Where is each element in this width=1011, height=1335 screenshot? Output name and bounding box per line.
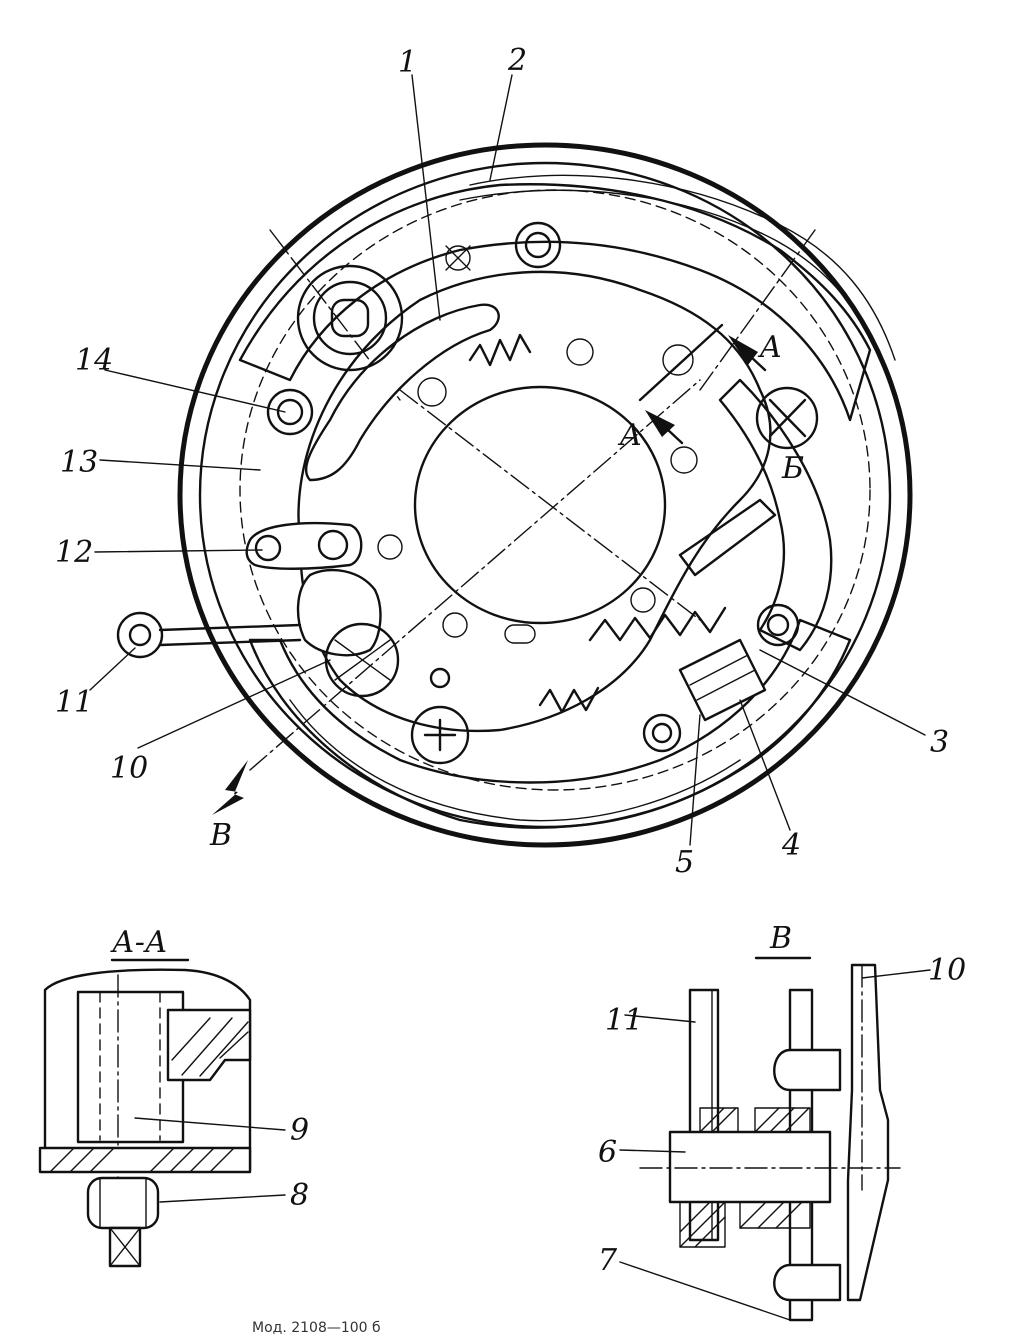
upper-eccentric: [296, 264, 404, 372]
link-plate-hole-b: [317, 529, 349, 561]
bolt-hole-cross-top: [445, 245, 471, 271]
callout-14: 14: [75, 343, 113, 378]
lower-lining-strip: [289, 699, 741, 822]
drum-inner-rim: [198, 161, 892, 829]
drum-outer-rim: [177, 142, 913, 848]
section-aa-callout-8: 8: [290, 1178, 309, 1213]
plate-slot: [504, 624, 536, 644]
callout-2: 2: [507, 43, 527, 78]
diagonal-spring: [588, 606, 727, 642]
backing-plate-outline: [297, 270, 772, 733]
callout-leaders: [89, 74, 926, 846]
section-aa-title: А-А: [110, 925, 168, 960]
adjuster-body: [678, 638, 767, 722]
lower-spring: [538, 686, 600, 714]
upper-lining-strip-2: [459, 189, 881, 361]
link-plate-hole-a: [254, 534, 282, 562]
section-v-arrow: [212, 760, 248, 815]
callout-4: 4: [781, 828, 801, 863]
nut-bottom-right: [642, 713, 682, 753]
plate-hole-5: [377, 534, 403, 560]
upper-spring: [468, 333, 532, 367]
nut-left: [266, 388, 314, 436]
section-v-callout-7: 7: [598, 1243, 618, 1278]
callout-1: 1: [398, 45, 417, 80]
bottom-caption: Мод. 2108—100 б: [252, 1320, 381, 1335]
plate-hole-7: [442, 612, 468, 638]
callout-5: 5: [675, 845, 694, 880]
plate-hole-6: [630, 587, 656, 613]
section-v-title: В: [769, 921, 792, 956]
section-v-callout-10: 10: [928, 953, 966, 988]
upper-brake-shoe: [238, 183, 872, 422]
centerline-diagonal-1: [399, 389, 701, 621]
upper-lining-strip: [469, 174, 896, 361]
section-b-label: Б: [781, 451, 804, 486]
section-v-arrow-label: В: [209, 818, 232, 853]
nut-right: [756, 603, 800, 647]
right-shoe-web: [718, 378, 833, 652]
section-a-line: [638, 323, 724, 402]
right-strut: [678, 498, 777, 577]
section-v-callout-11: 11: [605, 1003, 643, 1038]
section-aa-callout-9: 9: [290, 1113, 309, 1148]
centerline-top-right: [699, 229, 816, 391]
section-aa-view: А-А: [38, 925, 286, 1268]
callout-12: 12: [55, 535, 93, 570]
hub-hole: [413, 385, 667, 625]
cable-eye-11: [116, 611, 164, 659]
nut-top: [514, 221, 562, 269]
upper-eccentric-inner: [312, 280, 388, 356]
section-a-upper-label: A: [757, 330, 782, 365]
section-a-lower-label: A: [617, 418, 642, 453]
plate-hole-3: [670, 446, 698, 474]
brake-main-view: [116, 142, 913, 848]
link-plate-12: [245, 521, 363, 570]
centerline-diagonal-2: [249, 379, 701, 771]
lever-bracket: [296, 568, 382, 657]
parking-lever: [304, 303, 500, 482]
lower-brake-shoe: [248, 618, 852, 829]
callout-13: 13: [60, 445, 98, 480]
small-nut-lower: [429, 667, 451, 689]
plate-hole-1: [566, 338, 594, 366]
cable-eye-11-inner: [128, 623, 152, 647]
callout-10: 10: [110, 751, 148, 786]
pivot-10: [324, 622, 400, 698]
plate-hole-2: [662, 344, 694, 376]
upper-eccentric-slot: [330, 298, 370, 338]
callout-3: 3: [930, 725, 949, 760]
plate-hole-4: [417, 377, 447, 407]
hold-down-pin-lower: [410, 705, 470, 765]
section-v-callout-6: 6: [598, 1135, 617, 1170]
section-v-view: В: [619, 921, 931, 1322]
inspection-hole-b: [755, 386, 819, 450]
callout-11: 11: [55, 685, 93, 720]
